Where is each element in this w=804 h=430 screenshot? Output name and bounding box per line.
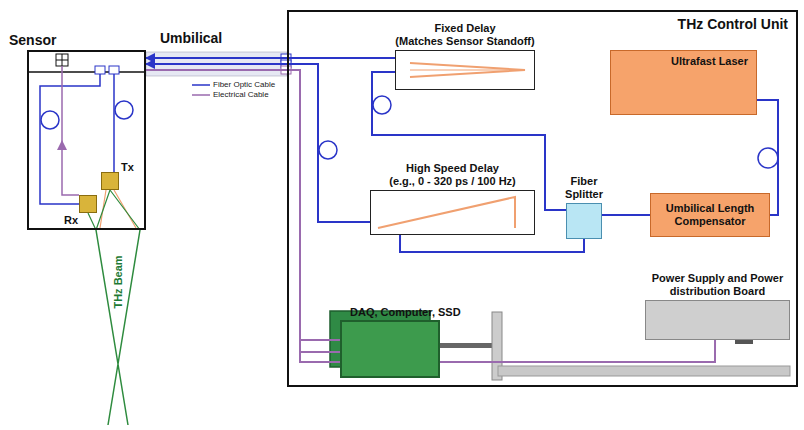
node-label: Umbilical Length Compensator (657, 202, 763, 228)
fiber-optic-cable (146, 64, 370, 222)
fixed-delay: Fixed Delay(Matches Sensor Standoff) (395, 50, 535, 90)
power-tab (735, 340, 753, 344)
label-group: Power Supply and Power distribution Boar… (642, 272, 794, 298)
transmitter-chip: Tx (101, 172, 119, 190)
node-label: Ultrafast Laser (671, 55, 748, 68)
node-label: Fixed Delay (365, 22, 565, 35)
sawtooth-sweep (378, 197, 515, 228)
label-group: THz Control Unit (678, 16, 788, 33)
power-supply: Power Supply and Power distribution Boar… (645, 300, 790, 340)
label-group: Ultrafast Laser (671, 55, 748, 68)
sensor-housing: TxRxSensor (27, 50, 146, 230)
high-speed-delay: High Speed Delay(e.g., 0 - 320 ps / 100 … (370, 190, 535, 235)
node-label: Rx (64, 214, 78, 227)
legend-line-sample (192, 92, 210, 98)
label-group: Sensor (9, 32, 56, 49)
sensor-wire (62, 66, 79, 195)
control-unit: Fixed Delay(Matches Sensor Standoff) Ultr… (287, 10, 798, 387)
laser-box: Ultrafast Laser (610, 50, 757, 115)
label-group: High Speed Delay(e.g., 0 - 320 ps / 100 … (353, 162, 553, 188)
legend-text: Electrical Cable (213, 90, 269, 100)
node-label: Fiber Splitter (558, 175, 610, 201)
power-rail (498, 366, 790, 376)
label-group: Umbilical Length Compensator (651, 202, 769, 228)
legend: Fiber Optic CableElectrical Cable (192, 80, 275, 100)
electrical-branch (300, 351, 340, 353)
sensor-fiber (40, 74, 100, 204)
sensor-header-line (27, 71, 146, 73)
label-group: Fiber Splitter (558, 175, 610, 201)
delay-beam (410, 70, 520, 71)
sensor-connector (56, 54, 68, 66)
fiber-loop (115, 101, 133, 119)
sensor-fiber (113, 74, 115, 172)
thz-ray (100, 190, 136, 228)
label-group: DAQ, Computer, SSD (350, 306, 461, 319)
label-group: Rx (64, 214, 78, 227)
legend-row: Fiber Optic Cable (192, 80, 275, 90)
fiber-connector (109, 66, 119, 74)
legend-line-sample (192, 82, 210, 88)
node-label: DAQ, Computer, SSD (350, 306, 461, 319)
delay-beam (410, 63, 525, 77)
fiber-connector (95, 66, 105, 74)
label-group: Fixed Delay(Matches Sensor Standoff) (365, 22, 565, 48)
node-label: (e.g., 0 - 320 ps / 100 Hz) (353, 175, 553, 188)
fiber-loop (319, 141, 337, 159)
drive-connector (440, 343, 492, 348)
node-label: Tx (121, 161, 134, 174)
fiber-loop (41, 111, 59, 129)
daq-computer: DAQ, Computer, SSD (340, 320, 440, 378)
legend-text: Fiber Optic Cable (213, 80, 275, 90)
fiber-optic-cable (146, 57, 395, 59)
fiber-splitter: Fiber Splitter (566, 203, 602, 239)
node-label: High Speed Delay (353, 162, 553, 175)
label-group: Tx (121, 161, 134, 174)
signal-arrow (57, 140, 67, 150)
fiber-loop (373, 96, 391, 114)
fiber-loop (758, 148, 778, 168)
length-compensator: Umbilical Length Compensator (650, 193, 770, 237)
cable-name: Umbilical (160, 30, 222, 47)
sensor-connector (56, 54, 68, 66)
node-label: Power Supply and Power distribution Boar… (642, 272, 794, 298)
thz-beam (96, 230, 140, 425)
node-label: THz Control Unit (678, 16, 788, 33)
receiver-chip: Rx (79, 195, 97, 213)
beam-label: THz Beam (112, 255, 125, 308)
node-label: Sensor (9, 32, 56, 49)
node-label: (Matches Sensor Standoff) (365, 35, 565, 48)
fiber-optic-cable (400, 235, 584, 252)
legend-row: Electrical Cable (192, 90, 275, 100)
electrical-cable (146, 70, 340, 340)
fiber-optic-cable (602, 214, 650, 216)
